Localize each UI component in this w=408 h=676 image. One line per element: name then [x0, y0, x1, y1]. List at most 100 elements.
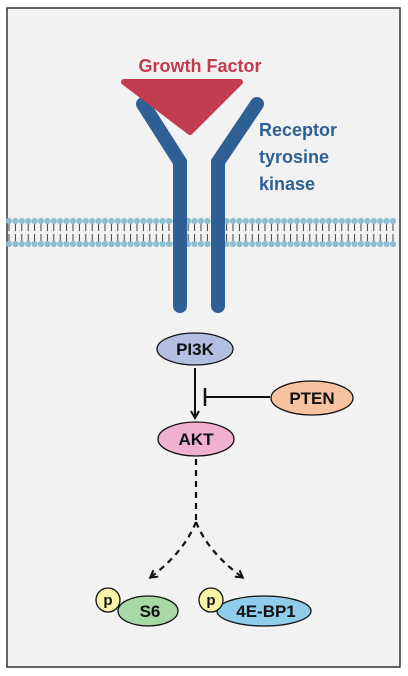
- lipid-head: [108, 240, 115, 248]
- receptor-label-line-2: tyrosine: [259, 147, 329, 167]
- lipid-head: [18, 217, 25, 225]
- lipid-head: [101, 240, 109, 248]
- lipid-head: [153, 217, 160, 225]
- lipid-head: [332, 240, 339, 248]
- lipid-head: [389, 217, 397, 225]
- lipid-head: [377, 240, 384, 248]
- lipid-head: [44, 240, 51, 248]
- lipid-head: [37, 240, 45, 248]
- growth-factor-label: Growth Factor: [138, 56, 261, 76]
- lipid-head: [63, 240, 70, 248]
- lipid-head: [306, 217, 313, 225]
- lipid-head: [229, 217, 237, 225]
- receptor-label-line-1: Receptor: [259, 120, 337, 140]
- lipid-head: [281, 217, 288, 225]
- lipid-head: [44, 217, 51, 225]
- lipid-head: [255, 240, 262, 248]
- lipid-head: [300, 217, 307, 225]
- lipid-head: [5, 240, 13, 248]
- lipid-head: [325, 217, 333, 225]
- lipid-head: [268, 240, 275, 248]
- lipid-head: [357, 240, 365, 248]
- lipid-head: [261, 217, 269, 225]
- lipid-head: [332, 217, 339, 225]
- lipid-head: [37, 217, 45, 225]
- receptor-tyrosine-kinase: [136, 97, 264, 313]
- lipid-head: [236, 240, 243, 248]
- lipid-head: [223, 240, 230, 248]
- akt-to-s6-dashed-arrow: [151, 521, 198, 577]
- lipid-head: [25, 217, 32, 225]
- lipid-head: [319, 240, 326, 248]
- lipid-head: [345, 240, 352, 248]
- lipid-head: [165, 217, 173, 225]
- lipid-head: [338, 240, 345, 248]
- s6-phospho-label: p: [103, 592, 112, 609]
- lipid-head: [242, 240, 249, 248]
- lipid-head: [133, 240, 141, 248]
- lipid-head: [370, 217, 377, 225]
- lipid-head: [293, 217, 301, 225]
- lipid-head: [133, 217, 141, 225]
- lipid-head: [140, 217, 147, 225]
- lipid-head: [146, 240, 153, 248]
- lipid-head: [325, 240, 333, 248]
- lipid-head: [89, 217, 96, 225]
- lipid-head: [364, 217, 371, 225]
- lipid-head: [95, 240, 102, 248]
- lipid-head: [165, 240, 173, 248]
- pten-node: [270, 380, 354, 416]
- lipid-head: [153, 240, 160, 248]
- lipid-head: [293, 240, 301, 248]
- lipid-head: [229, 240, 237, 248]
- receptor-label-line-3: kinase: [259, 174, 315, 194]
- s6-node: [117, 595, 179, 627]
- lipid-head: [204, 240, 211, 248]
- lipid-head: [57, 240, 64, 248]
- lipid-head: [89, 240, 96, 248]
- lipid-head: [69, 217, 77, 225]
- pi3k-label: PI3K: [176, 340, 215, 359]
- lipid-head: [159, 240, 166, 248]
- lipid-head: [236, 217, 243, 225]
- 4ebp1-phospho-badge: [198, 587, 224, 613]
- lipid-head: [281, 240, 288, 248]
- s6-phospho-badge: [95, 587, 121, 613]
- lipid-head: [121, 217, 128, 225]
- s6-label: S6: [140, 602, 161, 621]
- lipid-head: [5, 217, 13, 225]
- lipid-head: [268, 217, 275, 225]
- lipid-head: [12, 217, 19, 225]
- lipid-head: [287, 240, 294, 248]
- lipid-head: [82, 217, 89, 225]
- lipid-head: [197, 240, 205, 248]
- lipid-head: [140, 240, 147, 248]
- lipid-head: [101, 217, 109, 225]
- lipid-head: [345, 217, 352, 225]
- lipid-head: [191, 240, 198, 248]
- lipid-head: [249, 217, 256, 225]
- akt-label: AKT: [179, 430, 215, 449]
- lipid-head: [223, 217, 230, 225]
- lipid-head: [383, 217, 390, 225]
- lipid-head: [25, 240, 32, 248]
- lipid-head: [319, 217, 326, 225]
- lipid-head: [69, 240, 77, 248]
- lipid-head: [306, 240, 313, 248]
- lipid-head: [95, 217, 102, 225]
- lipid-head: [50, 217, 57, 225]
- growth-factor-ligand: [121, 79, 243, 135]
- lipid-head: [274, 240, 281, 248]
- lipid-head: [261, 240, 269, 248]
- lipid-head: [255, 217, 262, 225]
- lipid-head: [146, 217, 153, 225]
- 4ebp1-phospho-label: p: [206, 592, 215, 609]
- lipid-head: [121, 240, 128, 248]
- lipid-head: [274, 217, 281, 225]
- akt-node: [157, 421, 235, 457]
- lipid-head: [313, 240, 320, 248]
- lipid-head: [389, 240, 397, 248]
- lipid-head: [76, 217, 83, 225]
- lipid-head: [370, 240, 377, 248]
